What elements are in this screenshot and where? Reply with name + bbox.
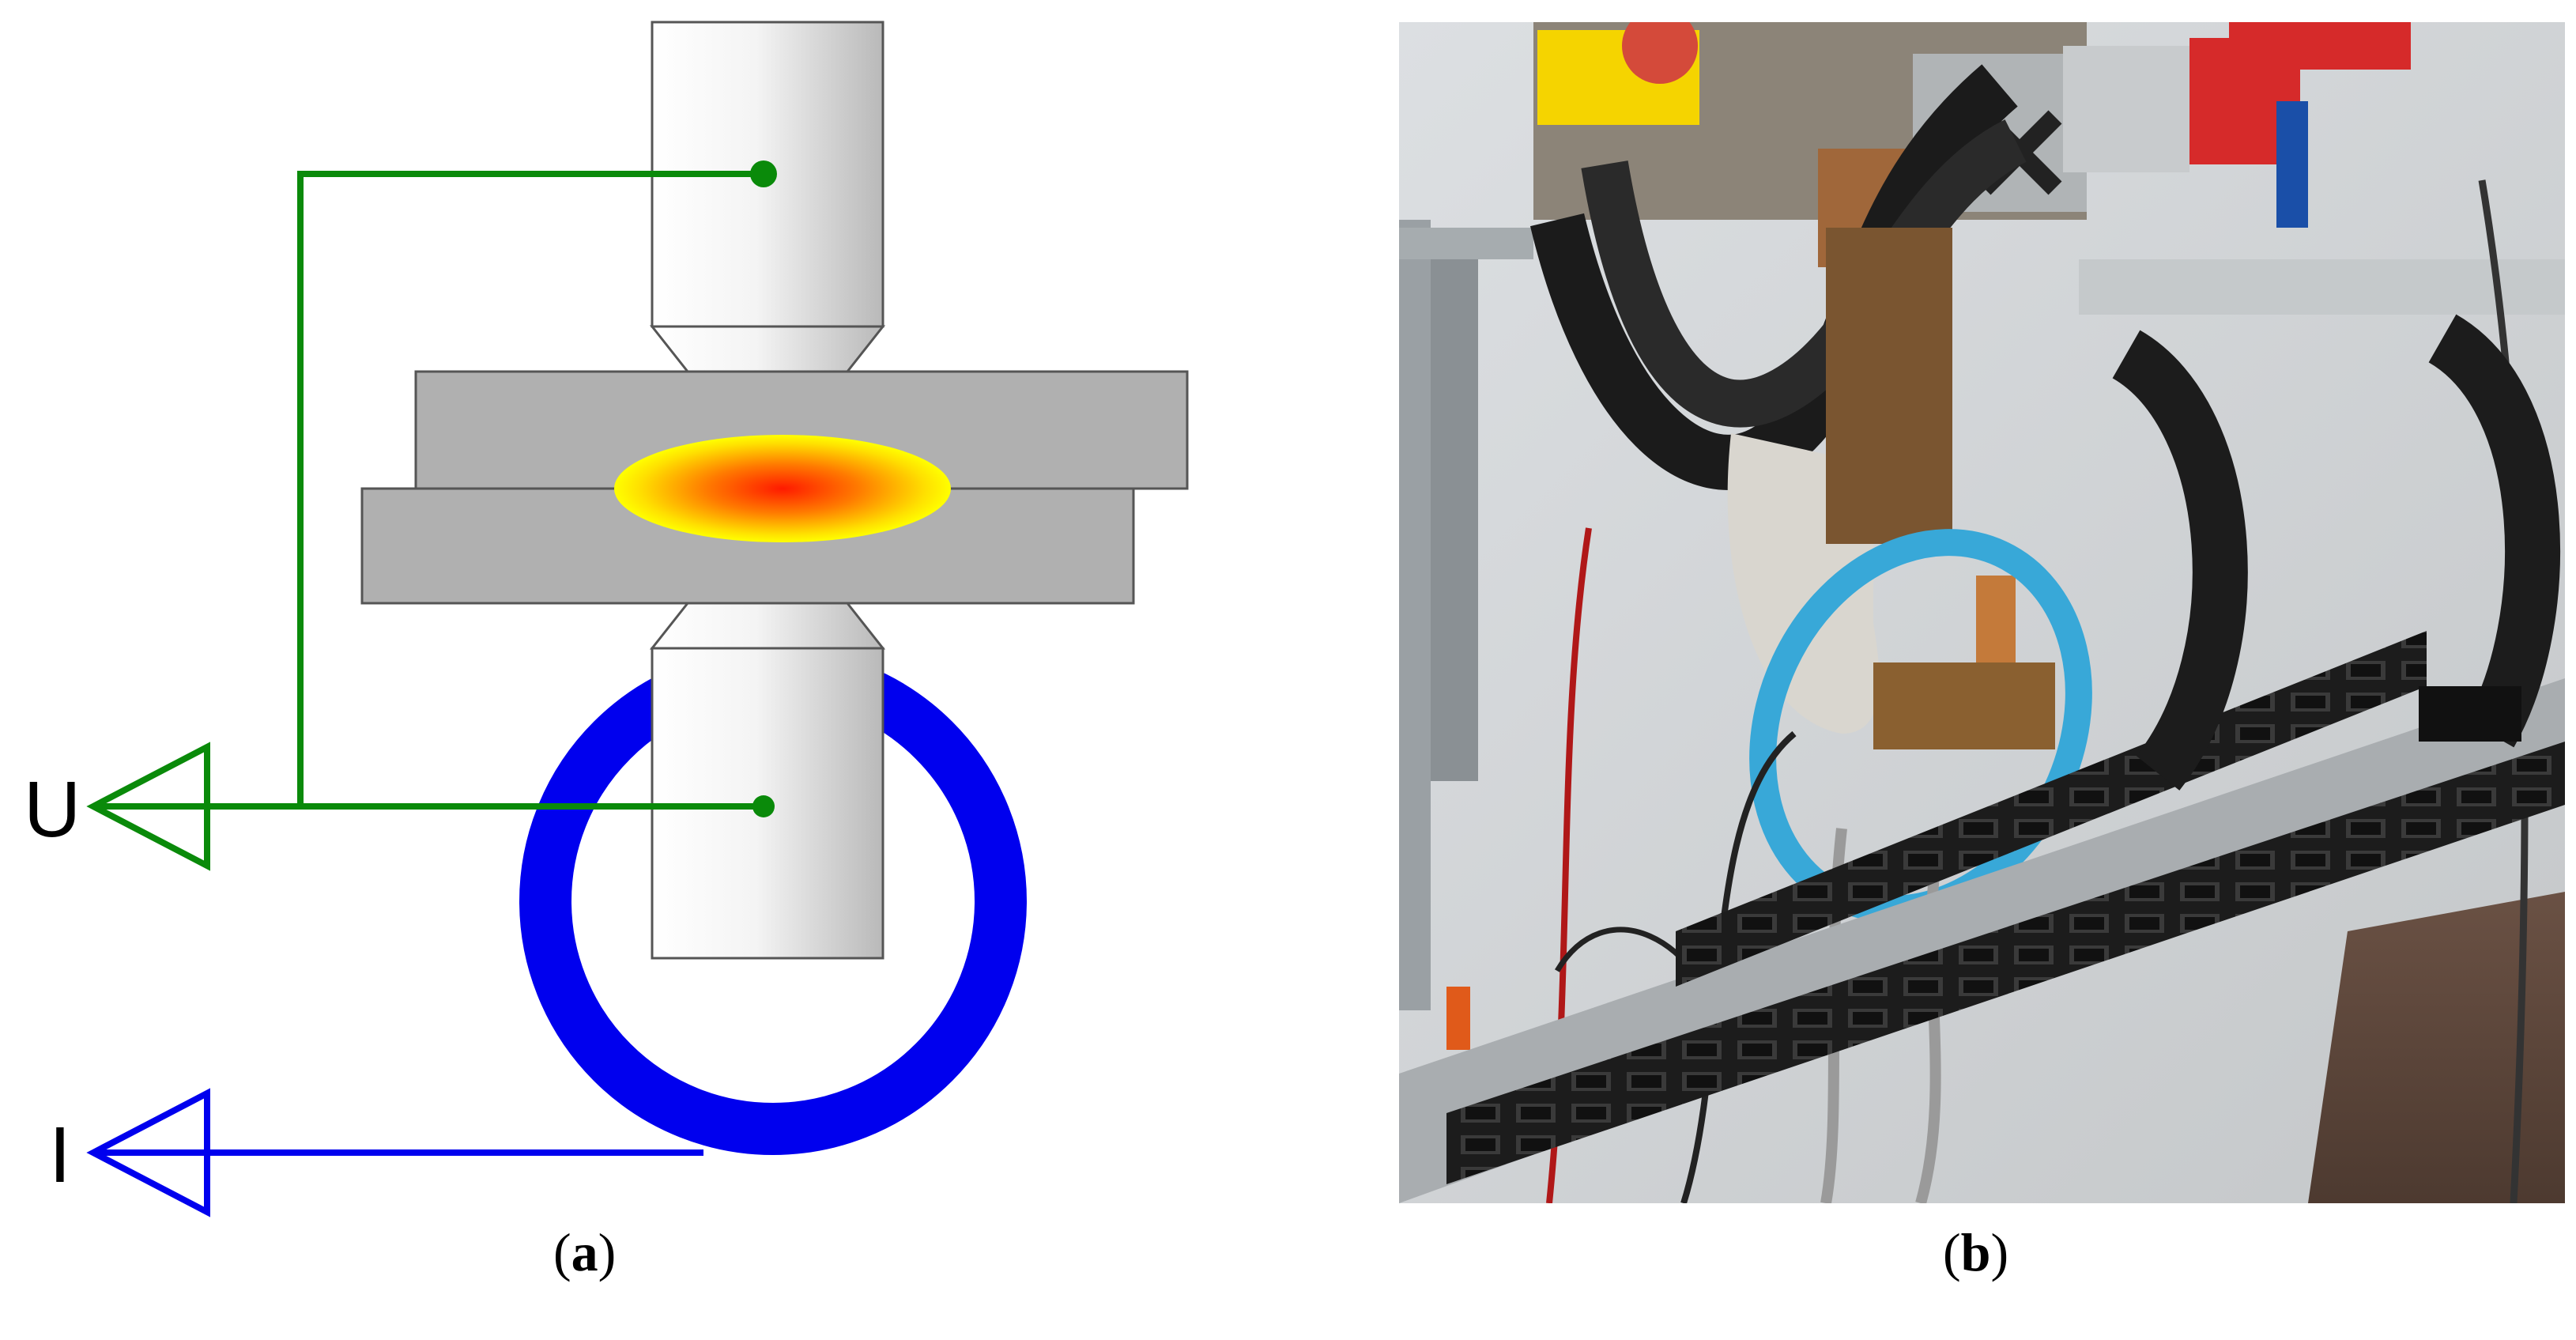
horizontal-rail: [2079, 259, 2565, 315]
orange-marker: [1446, 987, 1470, 1050]
frame-profile: [1399, 220, 1431, 1010]
schematic-panel: U I: [0, 0, 1233, 1233]
lower-electrode: [649, 602, 886, 960]
caption-close: ): [1990, 1222, 2009, 1282]
voltage-label: U: [24, 765, 81, 854]
sensor-block: [1873, 662, 2055, 749]
cooling-hose: [1581, 119, 2027, 428]
upper-probe-point: [750, 160, 777, 187]
red-connector-top: [2229, 22, 2411, 70]
voltage-wiring: [86, 171, 764, 871]
caption-open: (: [553, 1222, 571, 1282]
drag-chain-upper: [1676, 631, 2427, 987]
setup-photo: [1399, 8, 2565, 1205]
upper-electrode: [649, 21, 886, 373]
weld-nugget: [614, 435, 951, 542]
blue-plug: [2276, 101, 2308, 228]
caption-letter: a: [571, 1222, 598, 1282]
caption-open: (: [1943, 1222, 1961, 1282]
connector-housing: [2063, 46, 2189, 172]
electrode-tip: [1976, 576, 2016, 670]
caption-b: (b): [1943, 1221, 2008, 1284]
caption-close: ): [598, 1222, 617, 1282]
electrode-holder: [1826, 228, 1952, 544]
frame-bracket: [1399, 228, 1533, 259]
frame-profile: [1431, 259, 1478, 781]
floor: [2308, 892, 2565, 1203]
drag-chain: [1446, 742, 2565, 1184]
caption-a: (a): [553, 1221, 616, 1284]
lower-probe-point: [752, 795, 775, 817]
caption-letter: b: [1960, 1222, 1991, 1282]
current-label: I: [49, 1111, 71, 1199]
drag-chain-loop: [2427, 314, 2561, 748]
photo-illustration: [1399, 8, 2565, 1205]
drag-chain-loop: [2111, 330, 2248, 791]
emergency-stop-icon: [1622, 8, 1698, 84]
current-wiring: [86, 1088, 703, 1217]
schematic-diagram: U I: [24, 21, 1189, 1217]
sensor-box: [2419, 686, 2521, 742]
